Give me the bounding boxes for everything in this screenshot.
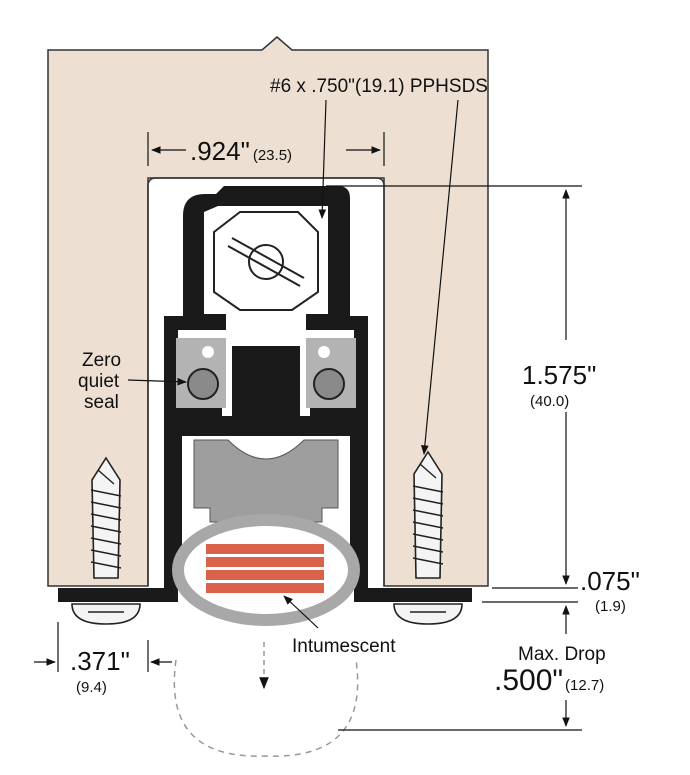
zero-seal-label-line2: quiet [78, 371, 120, 392]
screw-spec-label: #6 x .750"(19.1) PPHSDS [270, 76, 488, 97]
screw-leader-right [421, 99, 459, 455]
offset-dimension-mm: (9.4) [76, 679, 107, 696]
seal-hole-right [318, 346, 330, 358]
gap-dimension-mm: (1.9) [595, 598, 626, 615]
rod-slot-a [227, 245, 301, 287]
intumescent-label: Intumescent [292, 636, 396, 657]
housing-top-channel [183, 186, 350, 330]
drop-dimension: .500"(12.7) [494, 664, 604, 697]
left-flange [58, 316, 205, 602]
screw-leader-left [318, 99, 327, 219]
seal-bulb-left [187, 368, 219, 400]
rod-slot-b [231, 237, 305, 279]
door-panel-inner-edge [147, 177, 385, 586]
zero-seal-label-line3: seal [84, 392, 119, 413]
hex-nut [213, 211, 319, 311]
rod [248, 244, 284, 280]
intumescent-leader [283, 595, 319, 629]
door-panel [47, 36, 489, 587]
drop-dimension-mm: (12.7) [565, 677, 604, 694]
offset-dimension: .371" [70, 646, 130, 676]
height-dimension-mm: (40.0) [530, 393, 569, 410]
width-dimension-mm: (23.5) [253, 147, 292, 164]
gap-dimension: .075" [580, 566, 640, 596]
zero-seal-label-line1: Zero [82, 350, 121, 371]
drop-path-arc [173, 659, 359, 757]
right-flange [327, 316, 472, 602]
height-dimension: 1.575" [522, 360, 596, 390]
width-dimension: .924"(23.5) [190, 136, 292, 166]
intumescent-strips [206, 544, 324, 593]
drop-label: Max. Drop [518, 644, 606, 665]
screw-right [393, 450, 463, 625]
zero-seal-leader [127, 377, 187, 386]
seal-bulb-right [313, 368, 345, 400]
seal-hole-left [202, 346, 214, 358]
screw-left [71, 456, 141, 625]
